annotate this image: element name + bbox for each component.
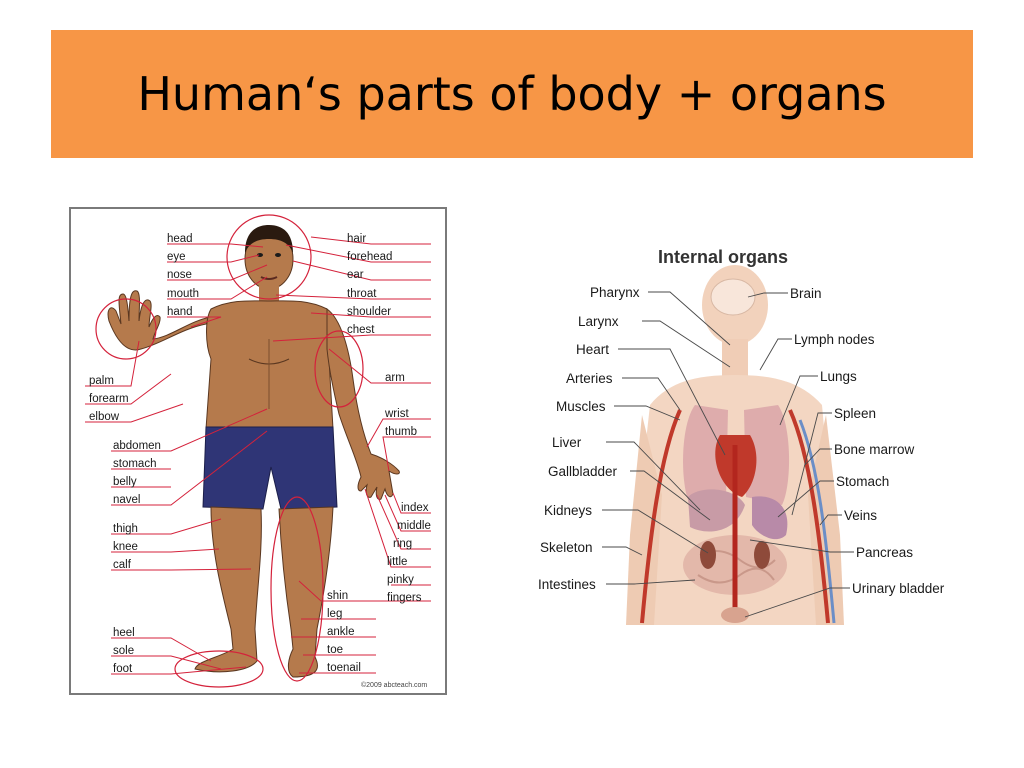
torso-silhouette	[626, 265, 844, 625]
label-shoulder: shoulder	[347, 306, 391, 318]
label-pharynx: Pharynx	[590, 285, 640, 300]
label-little: little	[387, 556, 407, 568]
label-knee: knee	[113, 541, 138, 553]
label-skeleton: Skeleton	[540, 540, 593, 555]
label-forehead: forehead	[347, 251, 392, 263]
title-bar: Human‘s parts of body + organs	[51, 30, 973, 158]
label-intestines: Intestines	[538, 577, 596, 592]
label-mouth: mouth	[167, 288, 199, 300]
label-index: index	[401, 502, 429, 514]
label-muscles: Muscles	[556, 399, 606, 414]
label-chest: chest	[347, 324, 375, 336]
label-heart: Heart	[576, 342, 609, 357]
label-throat: throat	[347, 288, 377, 300]
label-shin: shin	[327, 590, 348, 602]
organ-leader-lines	[602, 291, 854, 618]
label-veins: Veins	[844, 508, 877, 523]
internal-organs-diagram: Internal organs	[530, 235, 970, 625]
label-sole: sole	[113, 645, 134, 657]
label-navel: navel	[113, 494, 141, 506]
label-leg: leg	[327, 608, 342, 620]
human-figure	[95, 214, 400, 688]
label-stomach: stomach	[113, 458, 156, 470]
copyright-text: ©2009 abcteach.com	[361, 681, 427, 689]
label-abdomen: abdomen	[113, 440, 161, 452]
label-belly: belly	[113, 476, 137, 488]
label-foot: foot	[113, 663, 133, 675]
label-wrist: wrist	[384, 408, 409, 420]
label-larynx: Larynx	[578, 314, 619, 329]
label-hand: hand	[167, 306, 193, 318]
body-figure-illustration: head eye nose mouth hand palm forearm el…	[85, 214, 431, 689]
label-calf: calf	[113, 559, 132, 571]
label-forearm: forearm	[89, 393, 129, 405]
label-pancreas: Pancreas	[856, 545, 913, 560]
label-eye: eye	[167, 251, 186, 263]
label-spleen: Spleen	[834, 406, 876, 421]
label-thumb: thumb	[385, 426, 417, 438]
label-palm: palm	[89, 375, 114, 387]
label-toe: toe	[327, 644, 343, 656]
label-lungs: Lungs	[820, 369, 857, 384]
label-urinary-bladder: Urinary bladder	[852, 581, 945, 596]
organs-illustration: Internal organs	[538, 247, 945, 625]
label-ankle: ankle	[327, 626, 355, 638]
label-nose: nose	[167, 269, 192, 281]
label-ear: ear	[347, 269, 364, 281]
label-ring: ring	[393, 538, 412, 550]
body-parts-diagram: head eye nose mouth hand palm forearm el…	[69, 207, 447, 695]
organs-right-labels: Brain Lymph nodes Lungs Spleen Bone marr…	[790, 286, 945, 596]
body-left-labels: head eye nose mouth hand palm forearm el…	[89, 233, 199, 675]
label-gallbladder: Gallbladder	[548, 464, 618, 479]
label-hair: hair	[347, 233, 366, 245]
organs-left-labels: Pharynx Larynx Heart Arteries Muscles Li…	[538, 285, 640, 592]
label-kidneys: Kidneys	[544, 503, 592, 518]
connector-lines	[85, 236, 431, 675]
label-brain: Brain	[790, 286, 822, 301]
label-stomach-organ: Stomach	[836, 474, 889, 489]
label-head: head	[167, 233, 193, 245]
label-elbow: elbow	[89, 411, 120, 423]
label-arteries: Arteries	[566, 371, 613, 386]
label-heel: heel	[113, 627, 135, 639]
label-liver: Liver	[552, 435, 582, 450]
label-thigh: thigh	[113, 523, 138, 535]
slide-title: Human‘s parts of body + organs	[137, 67, 887, 121]
label-toenail: toenail	[327, 662, 361, 674]
label-lymph-nodes: Lymph nodes	[794, 332, 875, 347]
label-pinky: pinky	[387, 574, 414, 586]
label-middle: middle	[397, 520, 431, 532]
label-bone-marrow: Bone marrow	[834, 442, 915, 457]
body-right-labels: hair forehead ear throat shoulder chest …	[327, 233, 431, 674]
label-fingers: fingers	[387, 592, 422, 604]
organs-title: Internal organs	[658, 247, 788, 267]
label-arm: arm	[385, 372, 405, 384]
